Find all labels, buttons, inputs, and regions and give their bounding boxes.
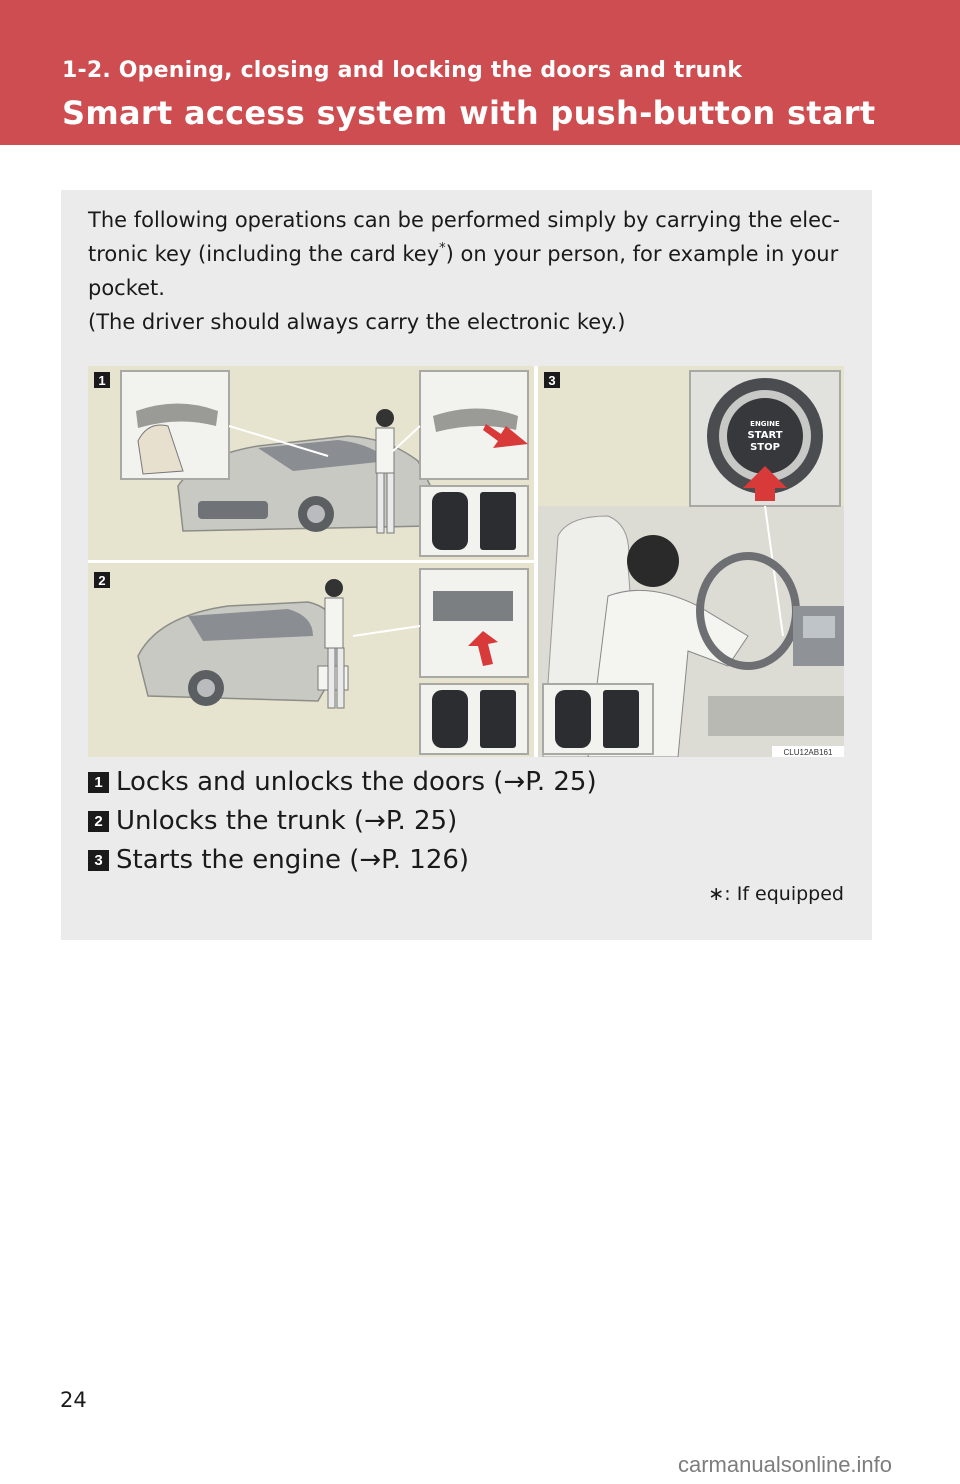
panel-label-3: 3 [548, 373, 555, 388]
chapter-header: 1-2. Opening, closing and locking the do… [0, 0, 960, 145]
intro-line-3: pocket. [88, 276, 165, 300]
legend-text: Starts the engine (→P. 126) [116, 845, 470, 875]
legend-number: 2 [88, 810, 109, 832]
section-heading: 1-2. Opening, closing and locking the do… [62, 58, 743, 83]
panel-trunk: 2 [88, 563, 534, 757]
legend-text: Locks and unlocks the doors (→P. 25) [116, 767, 597, 797]
page-title: Smart access system with push-button sta… [62, 94, 876, 132]
button-text-start: START [747, 430, 782, 441]
legend-item-3: 3 Starts the engine (→P. 126) [88, 841, 788, 879]
legend-text: Unlocks the trunk (→P. 25) [116, 806, 458, 836]
intro-line-2: tronic key (including the card key*) on … [88, 237, 848, 271]
legend-item-2: 2 Unlocks the trunk (→P. 25) [88, 802, 788, 840]
footnote-marker: * [439, 241, 446, 256]
illustration: 1 2 [88, 366, 844, 757]
illustration-code: CLU12AB161 [784, 748, 833, 757]
button-text-engine: ENGINE [750, 420, 780, 428]
panel-engine: ENGINE START STOP 3 CLU12AB161 [538, 366, 844, 757]
intro-line-2b: ) on your person, for example in your [445, 242, 839, 266]
footnote: ∗: If equipped [708, 883, 844, 905]
page-number: 24 [60, 1388, 87, 1412]
legend-number: 1 [88, 771, 109, 793]
intro-text: The following operations can be performe… [88, 203, 848, 339]
intro-line-4: (The driver should always carry the elec… [88, 310, 626, 334]
panel-label-1: 1 [98, 373, 105, 388]
intro-line-1: The following operations can be performe… [88, 208, 841, 232]
panel-label-2: 2 [98, 573, 105, 588]
intro-line-2a: tronic key (including the card key [88, 242, 440, 266]
legend-number: 3 [88, 849, 109, 871]
legend-item-1: 1 Locks and unlocks the doors (→P. 25) [88, 763, 788, 801]
button-text-stop: STOP [750, 442, 780, 453]
panel-doors: 1 [88, 366, 534, 560]
watermark: carmanualsonline.info [678, 1452, 893, 1477]
